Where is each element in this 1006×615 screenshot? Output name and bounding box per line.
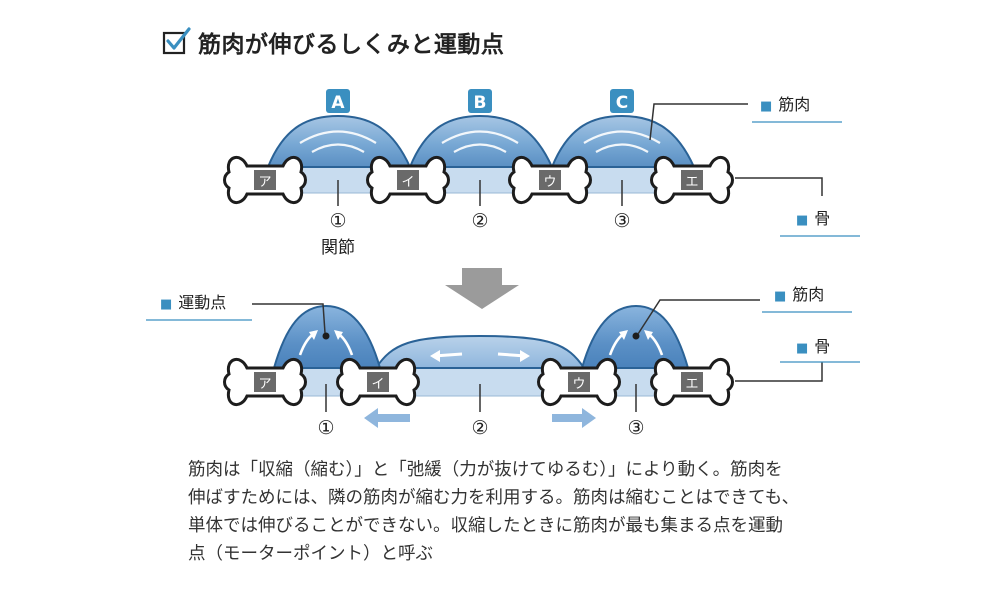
legend-bone-top: ■骨 — [796, 209, 830, 228]
leader-bone-top — [735, 177, 823, 196]
slide-right-arrow-icon — [552, 408, 596, 428]
joint-label: 関節 — [321, 238, 355, 258]
joint-number: ① — [317, 417, 334, 439]
bone-label: イ — [401, 175, 414, 190]
legend-motor-point: ■運動点 — [160, 293, 226, 312]
caption-line: 単体では伸びることができない。収縮したときに筋肉が最も集まる点を運動 — [188, 516, 783, 536]
stretched-muscle-b — [374, 334, 586, 369]
leader-muscle-bottom — [637, 299, 760, 335]
muscle-dome-b — [408, 114, 554, 168]
legend-muscle-top: ■筋肉 — [760, 95, 810, 114]
motor-point-dot — [632, 332, 640, 340]
joint-number: ① — [329, 210, 346, 232]
bone-label: ア — [258, 175, 271, 190]
top-diagram: ア イ ウ エ A B C ① ② ③ 関節 ■筋肉 — [223, 89, 860, 258]
dome-highlights — [299, 130, 661, 153]
bone-label: ウ — [543, 175, 556, 190]
muscle-label: A — [331, 93, 345, 113]
page-title: 筋肉が伸びるしくみと運動点 — [162, 22, 504, 62]
joint-number: ② — [471, 210, 488, 232]
muscle-label: B — [474, 93, 487, 113]
leader-muscle-top — [649, 103, 748, 141]
bone-label: エ — [685, 175, 698, 190]
muscle-dome-a — [266, 114, 412, 168]
joint-leaders-bottom — [325, 384, 637, 412]
leader-motor-point — [252, 303, 326, 334]
checkbox-icon — [162, 27, 192, 57]
bone-label: ウ — [572, 377, 585, 392]
muscle-base-band — [262, 167, 702, 193]
joint-leaders-top — [337, 180, 623, 206]
legend-bone-bottom: ■骨 — [796, 337, 830, 356]
legend-muscle-text: 筋肉 — [778, 95, 810, 114]
legend-muscle-bottom: ■筋肉 — [774, 285, 824, 304]
bone-label: エ — [685, 377, 698, 392]
contract-arrowheads — [309, 330, 653, 340]
joint-number: ③ — [627, 417, 644, 439]
bone-tags-top: ア イ ウ エ — [254, 170, 703, 190]
muscle-letter-badges: A B C — [326, 89, 634, 113]
slide-left-arrow-icon — [364, 408, 410, 428]
joint-number: ② — [471, 417, 488, 439]
bone-label: ア — [258, 377, 271, 392]
bone-label: イ — [371, 377, 384, 392]
muscle-label: C — [616, 93, 628, 113]
caption: 筋肉は「収縮（縮む）」と「弛緩（力が抜けてゆるむ）」により動く。筋肉を 伸ばすた… — [188, 456, 948, 568]
bone-tags-bottom: ア イ ウ エ — [254, 372, 703, 392]
muscle-dome-c — [550, 114, 696, 168]
caption-line: 点（モーターポイント）と呼ぶ — [188, 544, 433, 564]
motor-point-dot — [322, 332, 330, 340]
transition-down-arrow-icon — [445, 268, 519, 309]
caption-line: 伸ばすためには、隣の筋肉が縮む力を利用する。筋肉は縮むことはできても、 — [188, 488, 800, 508]
slide-arrows — [364, 408, 596, 428]
leader-bone-bottom — [735, 362, 823, 382]
stretch-arrows — [430, 350, 530, 362]
muscle-base-band-bottom — [262, 368, 702, 396]
joint-number: ③ — [613, 210, 630, 232]
title-text: 筋肉が伸びるしくみと運動点 — [198, 32, 505, 58]
bottom-diagram: ア イ ウ エ ① ② ③ ■運動点 ■筋肉 — [146, 285, 860, 439]
caption-line: 筋肉は「収縮（縮む）」と「弛緩（力が抜けてゆるむ）」により動く。筋肉を — [188, 460, 783, 480]
